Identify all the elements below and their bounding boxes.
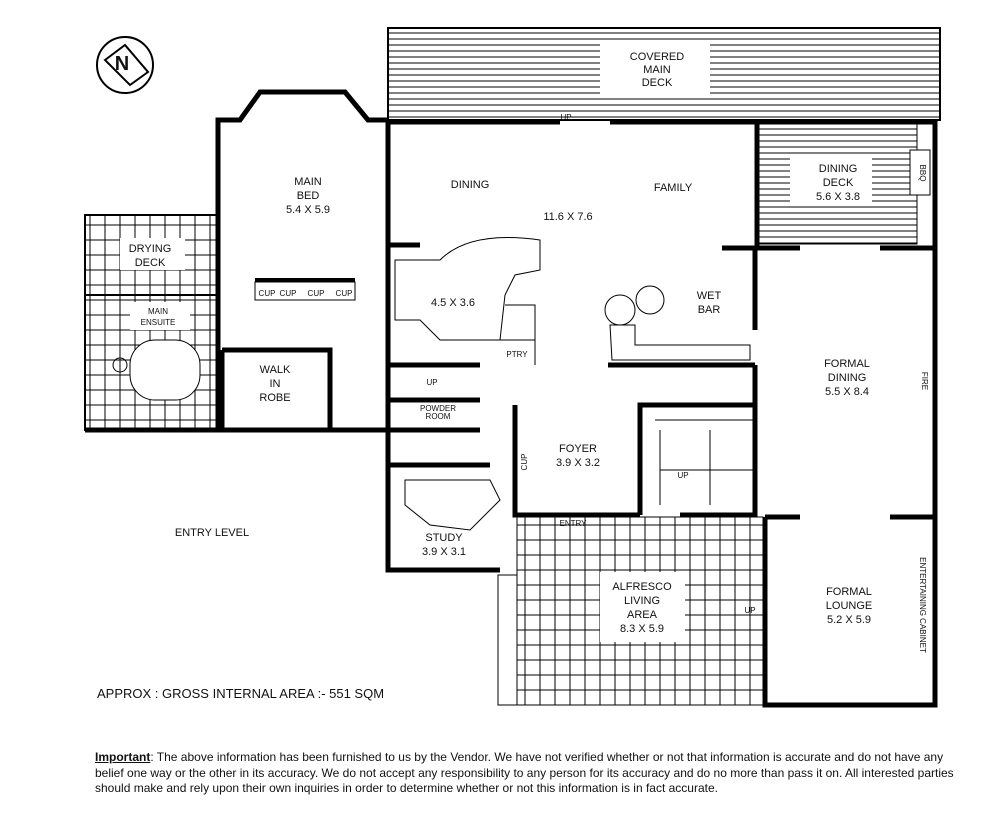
svg-text:DINING: DINING xyxy=(828,372,867,384)
svg-text:IN: IN xyxy=(270,378,281,390)
svg-text:DECK: DECK xyxy=(823,177,854,189)
svg-text:FORMAL: FORMAL xyxy=(824,358,870,370)
svg-text:AREA: AREA xyxy=(627,609,658,621)
svg-text:BAR: BAR xyxy=(698,304,721,316)
disclaimer-heading: Important xyxy=(95,750,151,764)
svg-text:POWDER: POWDER xyxy=(420,404,456,413)
svg-text:3.9 X 3.2: 3.9 X 3.2 xyxy=(556,457,600,469)
svg-text:5.2 X 5.9: 5.2 X 5.9 xyxy=(827,614,871,626)
svg-text:FOYER: FOYER xyxy=(559,443,597,455)
disclaimer-text: : The above information has been furnish… xyxy=(95,750,954,795)
svg-text:ROBE: ROBE xyxy=(259,392,290,404)
gross-area-label: APPROX : GROSS INTERNAL AREA :- 551 SQM xyxy=(97,686,384,701)
svg-text:BED: BED xyxy=(297,190,320,202)
svg-text:N: N xyxy=(115,53,129,75)
svg-text:ENSUITE: ENSUITE xyxy=(141,318,176,327)
svg-text:CUP: CUP xyxy=(336,289,353,298)
svg-text:FORMAL: FORMAL xyxy=(826,586,872,598)
svg-text:BBQ: BBQ xyxy=(918,165,927,182)
room-labels: COVERED MAIN DECK MAIN BED 5.4 X 5.9 DIN… xyxy=(97,51,929,701)
svg-text:DINING: DINING xyxy=(819,163,858,175)
svg-text:WALK: WALK xyxy=(260,364,291,376)
svg-text:ENTRY: ENTRY xyxy=(560,519,588,528)
svg-text:5.4 X 5.9: 5.4 X 5.9 xyxy=(286,204,330,216)
svg-text:5.5 X 8.4: 5.5 X 8.4 xyxy=(825,386,869,398)
svg-text:CUP: CUP xyxy=(259,289,276,298)
svg-text:3.9 X 3.1: 3.9 X 3.1 xyxy=(422,546,466,558)
svg-text:ENTERTAINING CABINET: ENTERTAINING CABINET xyxy=(918,557,927,653)
svg-text:CUP: CUP xyxy=(520,454,529,471)
level-label: ENTRY LEVEL xyxy=(175,527,249,539)
svg-text:STUDY: STUDY xyxy=(425,532,463,544)
svg-text:CUP: CUP xyxy=(308,289,325,298)
north-compass-icon: N xyxy=(96,36,154,94)
svg-text:LOUNGE: LOUNGE xyxy=(826,600,872,612)
svg-text:FAMILY: FAMILY xyxy=(654,182,693,194)
svg-text:MAIN: MAIN xyxy=(294,176,322,188)
svg-text:11.6 X 7.6: 11.6 X 7.6 xyxy=(543,211,592,223)
svg-text:UP: UP xyxy=(426,378,437,387)
svg-text:DRYING: DRYING xyxy=(129,243,172,255)
svg-text:ROOM: ROOM xyxy=(426,412,451,421)
svg-text:UP: UP xyxy=(560,113,571,122)
svg-text:MAIN: MAIN xyxy=(148,307,168,316)
svg-text:WET: WET xyxy=(697,290,722,302)
svg-text:COVERED: COVERED xyxy=(630,51,684,63)
svg-text:4.5 X 3.6: 4.5 X 3.6 xyxy=(431,297,475,309)
svg-text:DINING: DINING xyxy=(451,179,490,191)
svg-text:MAIN: MAIN xyxy=(643,64,671,76)
svg-text:8.3 X 5.9: 8.3 X 5.9 xyxy=(620,623,664,635)
svg-text:DECK: DECK xyxy=(135,257,166,269)
svg-text:LIVING: LIVING xyxy=(624,595,660,607)
walls xyxy=(85,89,938,708)
svg-text:5.6 X 3.8: 5.6 X 3.8 xyxy=(816,191,860,203)
svg-text:FIRE: FIRE xyxy=(920,372,929,390)
svg-text:DECK: DECK xyxy=(642,77,673,89)
svg-text:UP: UP xyxy=(744,606,755,615)
svg-text:CUP: CUP xyxy=(280,289,297,298)
svg-text:PTRY: PTRY xyxy=(506,350,528,359)
svg-text:UP: UP xyxy=(677,471,688,480)
disclaimer: Important: The above information has bee… xyxy=(95,750,965,797)
svg-text:ALFRESCO: ALFRESCO xyxy=(612,581,672,593)
